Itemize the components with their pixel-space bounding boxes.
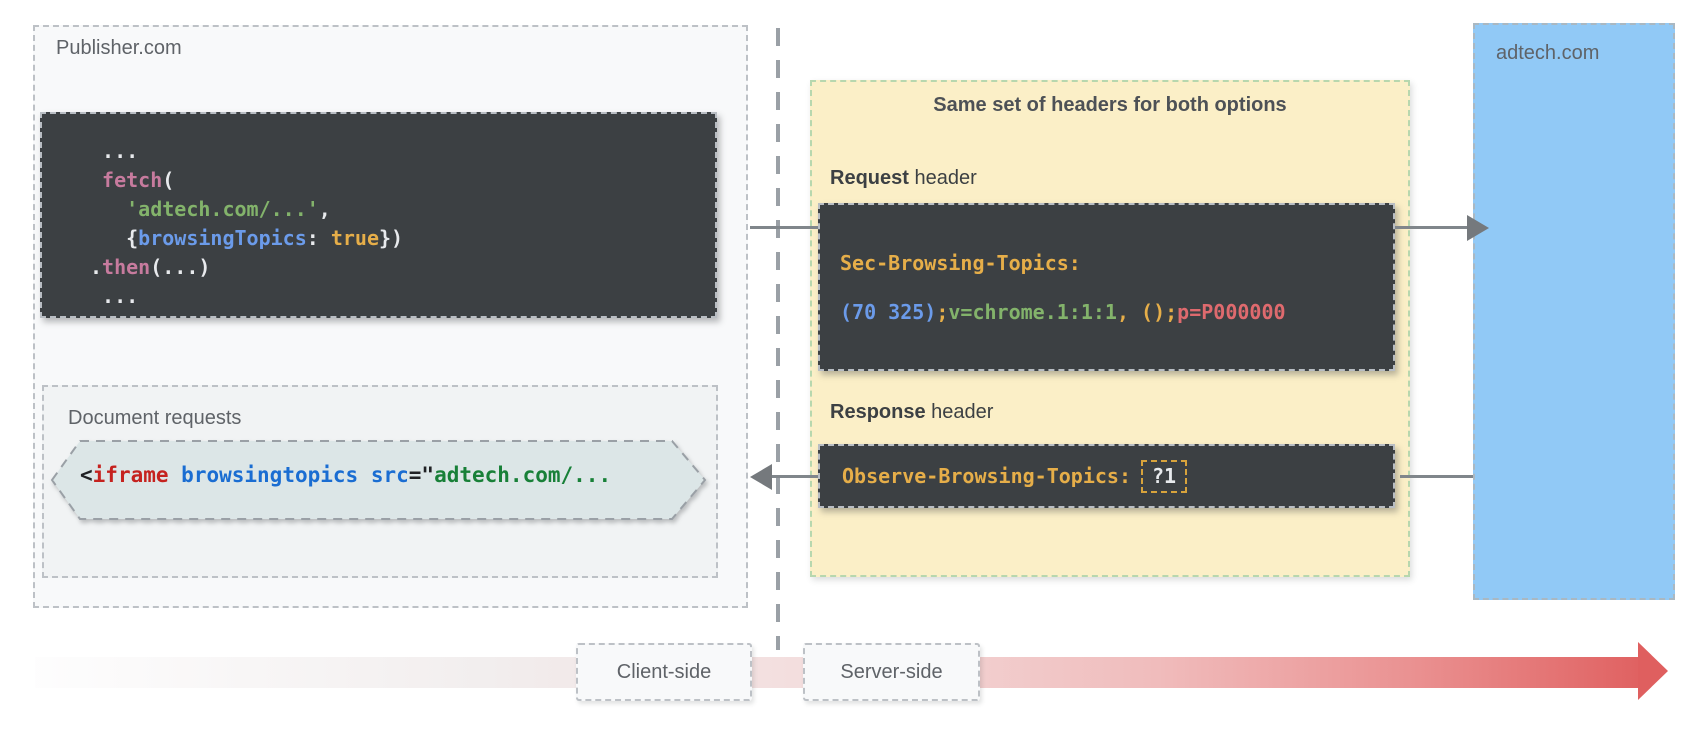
arrow-request-to-adtech-head bbox=[1467, 215, 1489, 241]
headers-panel-title: Same set of headers for both options bbox=[933, 94, 1287, 116]
response-flag-badge: ?1 bbox=[1140, 459, 1188, 493]
fetch-code-line: fetch( bbox=[102, 168, 175, 192]
request-header-label-bold: Request bbox=[830, 167, 909, 189]
client-server-divider bbox=[776, 28, 780, 650]
fetch-code-line: .then(...) bbox=[90, 255, 211, 279]
response-header-block: Observe-Browsing-Topics: ?1 bbox=[818, 444, 1395, 508]
adtech-label: adtech.com bbox=[1496, 42, 1600, 64]
adtech-panel bbox=[1473, 23, 1675, 600]
iframe-request-ribbon bbox=[50, 440, 707, 520]
request-header-name: Sec-Browsing-Topics: bbox=[840, 251, 1081, 275]
request-header-label-rest: header bbox=[908, 167, 977, 189]
arrow-request-to-adtech-line bbox=[1395, 226, 1471, 229]
response-header-label: Response header bbox=[830, 401, 993, 424]
server-side-badge: Server-side bbox=[803, 643, 980, 701]
arrow-response-to-publisher-head bbox=[750, 464, 772, 490]
fetch-code-line: {browsingTopics: true}) bbox=[90, 226, 404, 250]
response-header-label-rest: header bbox=[925, 401, 994, 423]
arrow-adtech-to-response bbox=[1400, 475, 1473, 478]
fetch-code-line: ... bbox=[90, 284, 139, 308]
fetch-code-block: ... fetch( 'adtech.com/...', {browsingTo… bbox=[40, 112, 717, 318]
request-header-label: Request header bbox=[830, 167, 977, 190]
client-side-badge: Client-side bbox=[576, 643, 752, 701]
fetch-code-line: 'adtech.com/...', bbox=[126, 197, 331, 221]
request-header-block: Sec-Browsing-Topics: (70 325);v=chrome.1… bbox=[818, 203, 1395, 371]
arrow-fetch-to-request bbox=[750, 226, 818, 229]
response-header-name: Observe-Browsing-Topics: bbox=[842, 464, 1131, 488]
response-header-label-bold: Response bbox=[830, 401, 926, 423]
request-header-value: (70 325);v=chrome.1:1:1, ();p=P000000 bbox=[840, 300, 1286, 324]
fetch-code-line: ... bbox=[90, 139, 139, 163]
publisher-label: Publisher.com bbox=[56, 37, 182, 59]
timeline-arrowhead bbox=[1638, 642, 1668, 700]
arrow-response-to-publisher-line bbox=[768, 475, 818, 478]
document-requests-label: Document requests bbox=[68, 407, 242, 429]
iframe-code: <iframe browsingtopics src="adtech.com/.… bbox=[80, 463, 612, 487]
